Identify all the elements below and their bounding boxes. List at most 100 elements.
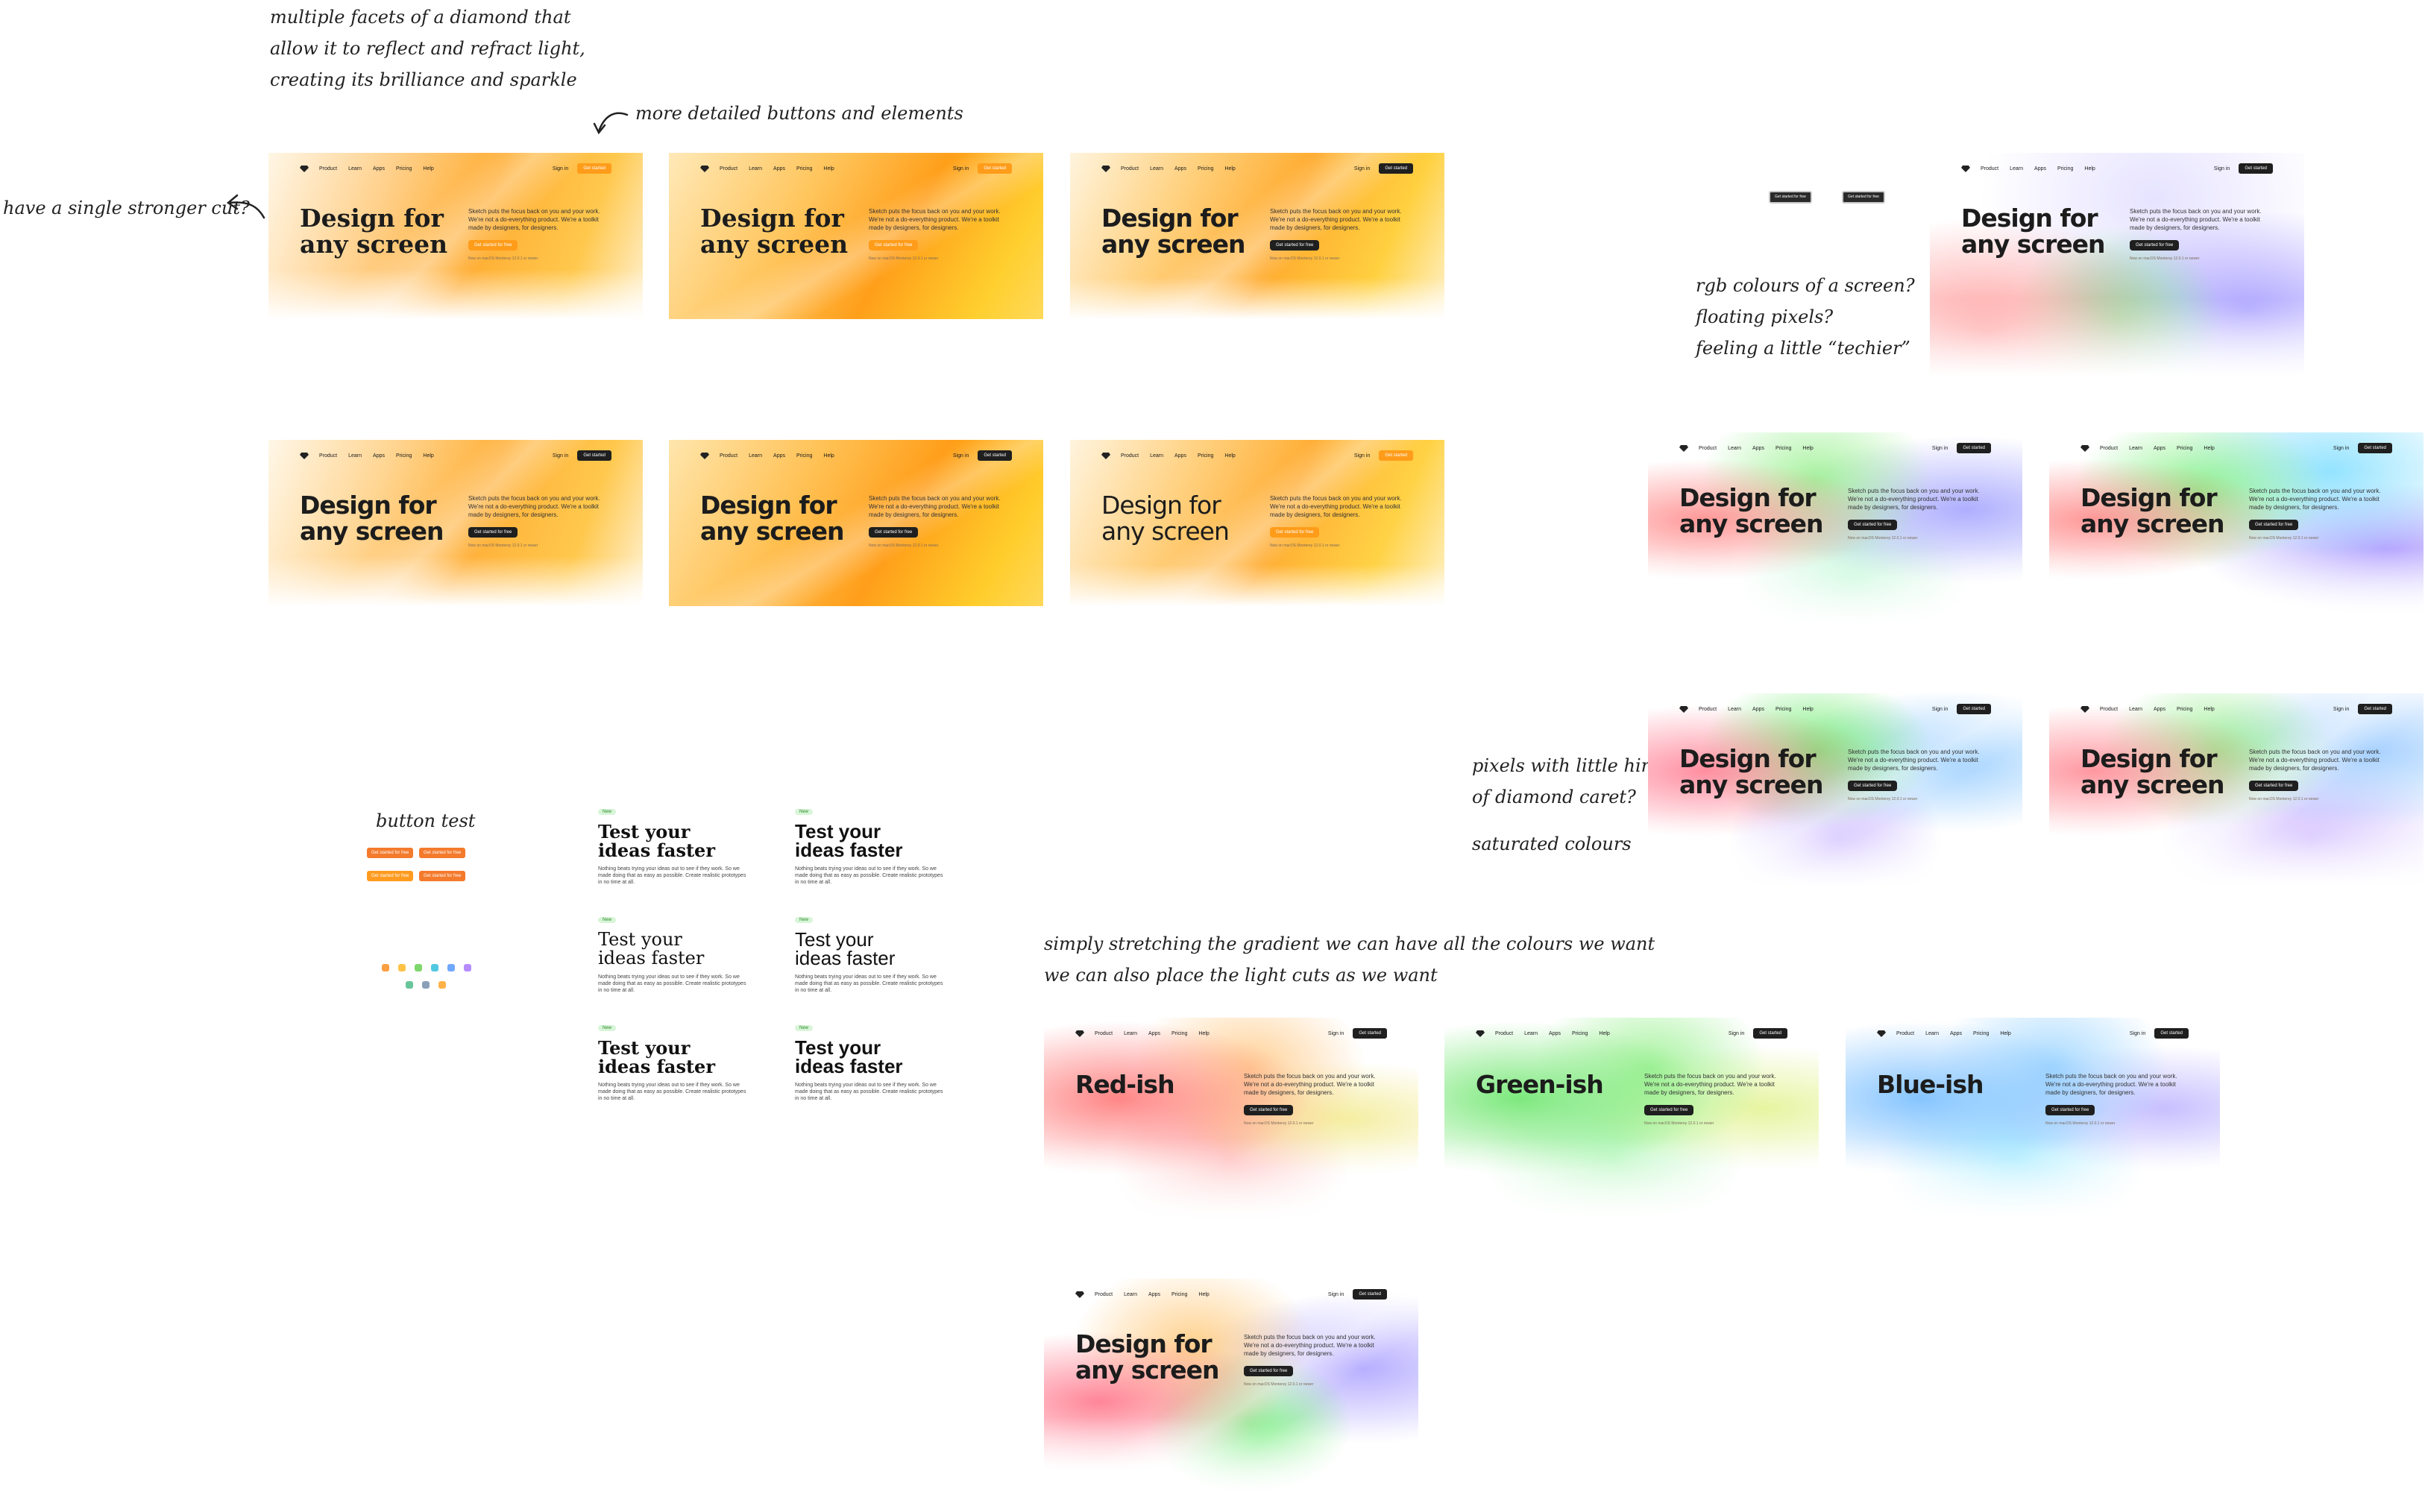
test-button[interactable]: Get started for free — [367, 871, 414, 881]
nav-pricing[interactable]: Pricing — [1171, 1030, 1188, 1036]
get-started-free-button[interactable]: Get started for free — [1842, 191, 1885, 204]
nav-apps[interactable]: Apps — [2154, 445, 2165, 451]
get-started-button[interactable]: Get started — [2239, 163, 2273, 174]
get-started-button[interactable]: Get started — [1353, 1289, 1387, 1300]
get-started-free-button[interactable]: Get started for free — [2045, 1105, 2095, 1115]
nav-apps[interactable]: Apps — [773, 453, 785, 459]
sign-in-link[interactable]: Sign in — [2333, 706, 2350, 712]
get-started-free-button[interactable]: Get started for free — [468, 527, 518, 538]
get-started-button[interactable]: Get started — [1379, 450, 1413, 461]
sign-in-link[interactable]: Sign in — [1353, 166, 1371, 171]
nav-pricing[interactable]: Pricing — [796, 453, 813, 459]
sign-in-link[interactable]: Sign in — [1353, 453, 1371, 459]
nav-apps[interactable]: Apps — [2034, 166, 2046, 171]
sign-in-link[interactable]: Sign in — [1728, 1030, 1745, 1036]
hero-card-orange-3[interactable]: Product Learn Apps Pricing Help Sign in … — [1070, 153, 1444, 319]
get-started-free-button[interactable]: Get started for free — [2249, 781, 2299, 791]
nav-learn[interactable]: Learn — [2010, 166, 2024, 171]
hero-card-orange-5[interactable]: Product Learn Apps Pricing Help Sign in … — [669, 440, 1043, 606]
nav-pricing[interactable]: Pricing — [1171, 1291, 1188, 1297]
nav-apps[interactable]: Apps — [1752, 706, 1764, 712]
hero-card-rgb-4[interactable]: Product Learn Apps Pricing Help Sign in … — [1648, 693, 2022, 887]
nav-help[interactable]: Help — [2084, 166, 2095, 171]
nav-pricing[interactable]: Pricing — [396, 453, 412, 459]
get-started-button[interactable]: Get started — [978, 163, 1012, 174]
nav-apps[interactable]: Apps — [1174, 453, 1186, 459]
nav-apps[interactable]: Apps — [373, 166, 385, 171]
get-started-free-button[interactable]: Get started for free — [1848, 520, 1898, 530]
nav-help[interactable]: Help — [2204, 706, 2215, 712]
get-started-free-button[interactable]: Get started for free — [1244, 1366, 1294, 1376]
nav-apps[interactable]: Apps — [773, 166, 785, 171]
nav-apps[interactable]: Apps — [1174, 166, 1186, 171]
hero-card-multicolor[interactable]: Product Learn Apps Pricing Help Sign in … — [1044, 1279, 1418, 1502]
nav-help[interactable]: Help — [1802, 445, 1814, 451]
sign-in-link[interactable]: Sign in — [952, 166, 969, 171]
hero-card-rgb-5[interactable]: Product Learn Apps Pricing Help Sign in … — [2049, 693, 2424, 887]
get-started-button[interactable]: Get started — [2358, 443, 2392, 453]
sign-in-link[interactable]: Sign in — [2333, 445, 2350, 451]
nav-apps[interactable]: Apps — [2154, 706, 2165, 712]
nav-product[interactable]: Product — [1095, 1030, 1113, 1036]
get-started-button[interactable]: Get started — [577, 450, 611, 461]
get-started-free-button[interactable]: Get started for free — [869, 527, 919, 538]
get-started-button[interactable]: Get started — [1353, 1028, 1387, 1039]
nav-learn[interactable]: Learn — [1124, 1291, 1138, 1297]
sign-in-link[interactable]: Sign in — [1327, 1291, 1344, 1297]
nav-learn[interactable]: Learn — [1150, 166, 1164, 171]
nav-learn[interactable]: Learn — [1728, 445, 1742, 451]
get-started-free-button[interactable]: Get started for free — [869, 240, 919, 251]
nav-pricing[interactable]: Pricing — [396, 166, 412, 171]
nav-product[interactable]: Product — [1699, 706, 1717, 712]
nav-pricing[interactable]: Pricing — [1775, 706, 1792, 712]
nav-pricing[interactable]: Pricing — [2177, 445, 2193, 451]
nav-product[interactable]: Product — [1095, 1291, 1113, 1297]
hero-card-red[interactable]: Product Learn Apps Pricing Help Sign in … — [1044, 1018, 1418, 1219]
nav-pricing[interactable]: Pricing — [2057, 166, 2074, 171]
nav-product[interactable]: Product — [1981, 166, 1999, 171]
nav-learn[interactable]: Learn — [348, 453, 362, 459]
nav-learn[interactable]: Learn — [2129, 706, 2143, 712]
nav-learn[interactable]: Learn — [1524, 1030, 1538, 1036]
nav-help[interactable]: Help — [423, 453, 434, 459]
nav-product[interactable]: Product — [319, 166, 338, 171]
get-started-button[interactable]: Get started — [577, 163, 611, 174]
get-started-button[interactable]: Get started — [1379, 163, 1413, 174]
hero-card-orange-2[interactable]: Product Learn Apps Pricing Help Sign in … — [669, 153, 1043, 319]
nav-help[interactable]: Help — [1198, 1030, 1210, 1036]
nav-pricing[interactable]: Pricing — [1198, 166, 1214, 171]
nav-apps[interactable]: Apps — [1752, 445, 1764, 451]
nav-product[interactable]: Product — [1495, 1030, 1514, 1036]
get-started-free-button[interactable]: Get started for free — [1769, 191, 1812, 204]
hero-card-rgb-2[interactable]: Product Learn Apps Pricing Help Sign in … — [1648, 432, 2022, 626]
nav-help[interactable]: Help — [823, 166, 834, 171]
nav-learn[interactable]: Learn — [348, 166, 362, 171]
sign-in-link[interactable]: Sign in — [552, 166, 569, 171]
sign-in-link[interactable]: Sign in — [2213, 166, 2230, 171]
nav-apps[interactable]: Apps — [1549, 1030, 1561, 1036]
get-started-button[interactable]: Get started — [978, 450, 1012, 461]
nav-pricing[interactable]: Pricing — [796, 166, 813, 171]
get-started-button[interactable]: Get started — [2154, 1028, 2189, 1039]
get-started-free-button[interactable]: Get started for free — [1270, 527, 1320, 538]
test-button[interactable]: Get started for free — [367, 848, 414, 858]
nav-apps[interactable]: Apps — [1148, 1291, 1160, 1297]
nav-help[interactable]: Help — [1599, 1030, 1610, 1036]
get-started-free-button[interactable]: Get started for free — [2249, 520, 2299, 530]
nav-help[interactable]: Help — [2000, 1030, 2011, 1036]
nav-product[interactable]: Product — [1121, 453, 1139, 459]
get-started-free-button[interactable]: Get started for free — [1270, 240, 1320, 251]
test-button[interactable]: Get started for free — [419, 848, 466, 858]
get-started-free-button[interactable]: Get started for free — [1848, 781, 1898, 791]
sign-in-link[interactable]: Sign in — [552, 453, 569, 459]
nav-help[interactable]: Help — [1224, 166, 1236, 171]
nav-learn[interactable]: Learn — [1728, 706, 1742, 712]
nav-apps[interactable]: Apps — [1950, 1030, 1962, 1036]
get-started-button[interactable]: Get started — [1957, 704, 1991, 714]
nav-product[interactable]: Product — [2100, 445, 2119, 451]
nav-help[interactable]: Help — [1802, 706, 1814, 712]
hero-card-rgb-1[interactable]: Product Learn Apps Pricing Help Sign in … — [1930, 153, 2304, 377]
nav-pricing[interactable]: Pricing — [1973, 1030, 1990, 1036]
nav-help[interactable]: Help — [1198, 1291, 1210, 1297]
nav-product[interactable]: Product — [2100, 706, 2119, 712]
